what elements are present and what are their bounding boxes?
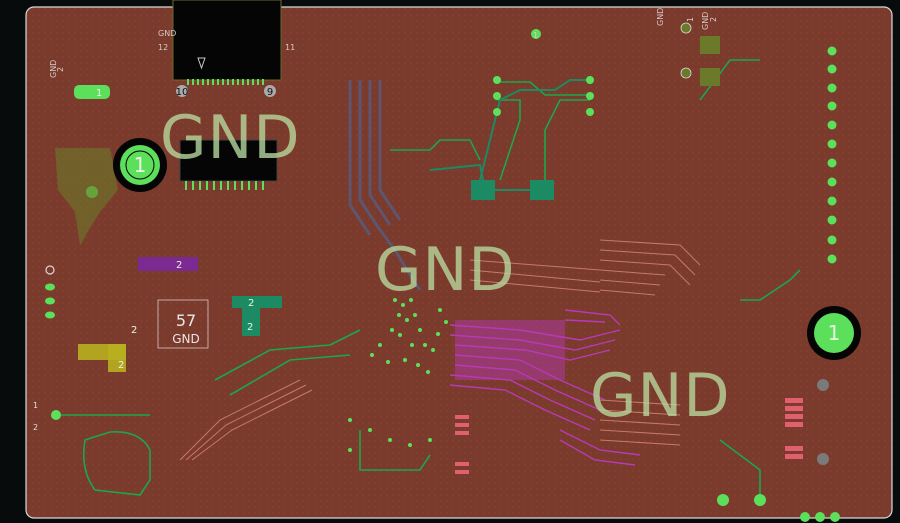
test-point-left[interactable] xyxy=(51,410,61,420)
gnd-label-center: GND xyxy=(375,235,516,305)
ic-u1-pins xyxy=(185,181,264,190)
purple-pad[interactable] xyxy=(138,257,198,271)
top-pin-10-label: 10 xyxy=(176,87,189,98)
test-point-1-label: 1 xyxy=(33,401,38,410)
left-pin-2-label: 2 xyxy=(56,67,65,72)
ic-u57-body[interactable] xyxy=(157,299,209,349)
svg-text:1: 1 xyxy=(134,153,147,177)
left-green-pad[interactable] xyxy=(74,85,110,99)
top-right-via-3[interactable] xyxy=(531,29,541,39)
ic-u1-body[interactable] xyxy=(179,139,278,182)
diffpair-traces xyxy=(179,239,701,461)
mounting-hole-right[interactable]: 1 xyxy=(807,306,861,360)
top-pin-12-label: 12 xyxy=(158,43,168,52)
ic-u57-net: GND xyxy=(172,332,200,346)
gnd-label-right: GND xyxy=(590,361,731,431)
yellow-pad-label: 2 xyxy=(118,360,124,371)
top-right-mid-label: 1 xyxy=(533,31,538,40)
teal-pad-label-b: 2 xyxy=(247,322,253,333)
top-pin-9-label: 9 xyxy=(267,87,273,98)
top-gnd-left-label: GND xyxy=(158,29,176,38)
top-right-via-1[interactable] xyxy=(680,22,692,34)
mounting-hole-left[interactable]: 1 xyxy=(113,138,167,192)
top-right-pin-1-label: 1 xyxy=(686,17,695,22)
teal-component-pads[interactable] xyxy=(471,180,554,200)
mid-left-copper xyxy=(55,148,118,246)
pink-pads[interactable] xyxy=(455,398,803,474)
top-pin-9-pad[interactable] xyxy=(264,85,276,97)
left-pad-1-label: 1 xyxy=(96,88,102,99)
bottom-right-ring-1[interactable] xyxy=(817,379,829,391)
top-right-pad-b[interactable] xyxy=(700,68,720,86)
svg-text:1: 1 xyxy=(828,321,841,345)
top-right-pad[interactable] xyxy=(700,36,720,54)
magenta-bus xyxy=(449,309,641,466)
gnd-label-top-left: GND xyxy=(160,103,301,173)
right-header-pins[interactable] xyxy=(827,46,837,264)
purple-pad-label: 2 xyxy=(176,260,182,271)
top-pin-10-pad[interactable] xyxy=(176,85,188,97)
yellow-pad-b[interactable] xyxy=(108,344,126,372)
teal-pad-u57[interactable] xyxy=(232,296,282,308)
top-right-via-2[interactable] xyxy=(680,67,692,79)
via-field xyxy=(348,298,448,452)
green-traces xyxy=(60,59,801,496)
bottom-right-ring-2[interactable] xyxy=(817,453,829,465)
left-gnd-label: GND xyxy=(49,60,58,78)
bottom-right-pads[interactable] xyxy=(717,494,840,522)
board-copper-pour xyxy=(25,6,893,519)
teal-pad-label: 2 xyxy=(248,298,254,309)
top-right-gnd-label: GND xyxy=(656,8,665,26)
left-edge-pads[interactable] xyxy=(45,283,55,319)
left-pad-ring[interactable] xyxy=(45,265,55,275)
magenta-plane xyxy=(455,320,565,380)
teal-pad-u57-b[interactable] xyxy=(242,308,260,336)
routing-bus xyxy=(348,80,422,291)
mid-left-label: 2 xyxy=(131,325,137,336)
ic-u57-number: 57 xyxy=(176,311,196,330)
top-right-gnd2-label: GND xyxy=(701,12,710,30)
teal-vias[interactable] xyxy=(493,76,594,116)
top-pin-11-label: 11 xyxy=(285,43,295,52)
test-point-2-label: 2 xyxy=(33,423,38,432)
top-right-pin-2-label: 2 xyxy=(709,17,718,22)
top-connector[interactable] xyxy=(172,0,282,85)
